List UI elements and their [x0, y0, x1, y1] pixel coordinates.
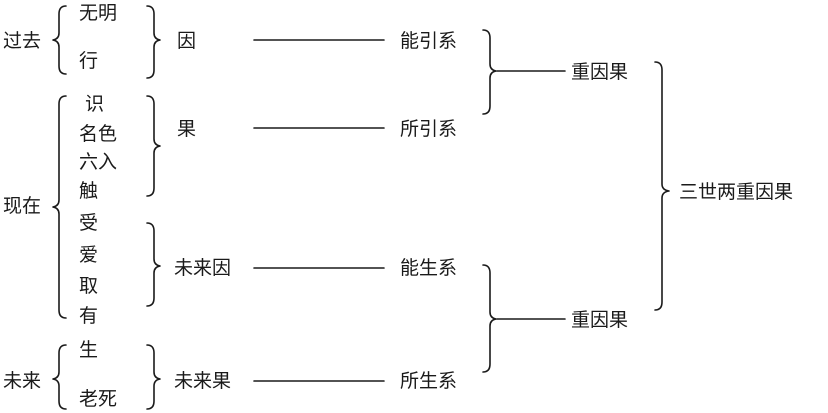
brace-past-left [52, 5, 67, 75]
brace-upper-group [482, 29, 497, 115]
relation-able-to-produce: 能生系 [400, 257, 457, 279]
link-formations: 行 [79, 50, 98, 72]
label-cause: 因 [177, 30, 196, 52]
link-birth: 生 [79, 339, 98, 361]
link-old-age-death: 老死 [79, 388, 117, 410]
brace-future-effect-right [146, 344, 161, 410]
group-upper-label: 重因果 [571, 61, 628, 83]
relation-produced: 所生系 [400, 370, 457, 392]
link-craving: 爱 [79, 244, 98, 266]
brace-effect-right [146, 95, 161, 197]
label-future-cause: 未来因 [174, 257, 231, 279]
link-feeling: 受 [79, 212, 98, 234]
link-consciousness: 识 [85, 93, 104, 115]
period-past-label: 过去 [3, 30, 41, 52]
period-present-label: 现在 [3, 195, 41, 217]
conclusion-label: 三世两重因果 [679, 181, 793, 203]
group-lower-label: 重因果 [571, 309, 628, 331]
brace-lower-group [482, 264, 497, 373]
relation-led: 所引系 [400, 118, 457, 140]
relation-able-to-lead: 能引系 [400, 30, 457, 52]
link-grasping: 取 [79, 275, 98, 297]
link-contact: 触 [79, 180, 98, 202]
brace-future-cause-right [146, 222, 161, 307]
link-ignorance: 无明 [79, 2, 117, 24]
brace-present-left [52, 95, 67, 319]
brace-conclusion [654, 61, 670, 311]
label-future-effect: 未来果 [174, 370, 231, 392]
label-effect: 果 [177, 118, 196, 140]
link-name-form: 名色 [79, 123, 117, 145]
link-becoming: 有 [79, 305, 98, 327]
period-future-label: 未来 [3, 370, 41, 392]
brace-cause-right [146, 5, 161, 79]
brace-future-left [52, 344, 67, 410]
link-six-entrances: 六入 [79, 151, 117, 173]
